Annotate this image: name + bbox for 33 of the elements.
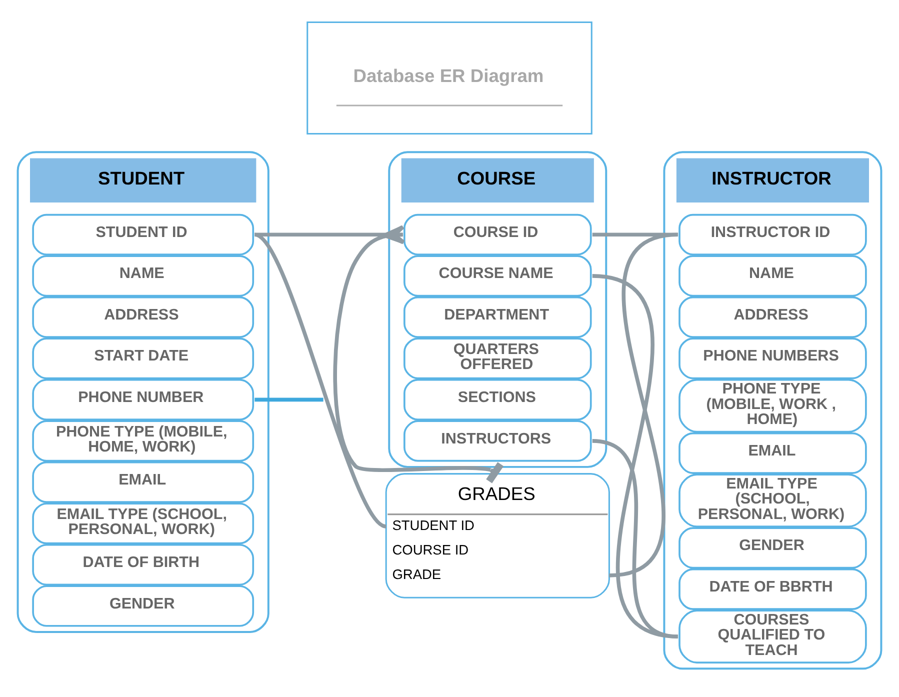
node-box: EMAIL [32, 461, 254, 503]
node-box: QUARTERS OFFERED [404, 338, 592, 380]
node-box: DATE OF BBRTH [678, 568, 867, 610]
connector [608, 232, 678, 578]
node-box: PHONE TYPE (MOBILE, HOME, WORK) [32, 420, 254, 462]
connector [592, 274, 678, 638]
node-box: COURSE ID [404, 214, 592, 256]
connector [254, 233, 388, 528]
node-box: NAME [32, 255, 254, 297]
node-box: ADDRESS [32, 296, 254, 338]
node-box: SECTIONS [404, 378, 592, 420]
node-box: EMAIL TYPE (SCHOOL, PERSONAL, WORK) [32, 502, 254, 544]
node-box: NAME [678, 255, 867, 297]
node-box: COURSES QUALIFIED TO TEACH [678, 610, 867, 664]
node-box: COURSE NAME [404, 255, 592, 297]
node-box: INSTRUCTOR ID [678, 214, 867, 256]
node-box: EMAIL [678, 432, 867, 474]
connector [592, 232, 678, 237]
node-box: DATE OF BIRTH [32, 544, 254, 586]
node-box: STUDENT ID [32, 214, 254, 256]
node-box: GENDER [32, 585, 254, 627]
node-box: PHONE TYPE (MOBILE, WORK , HOME) [678, 378, 867, 433]
connector [592, 439, 678, 638]
diagram-title: Database ER Diagram [353, 64, 544, 86]
node-box: ADDRESS [678, 296, 867, 338]
node-box: GENDER [678, 527, 867, 569]
connector [254, 398, 324, 402]
node-box: INSTRUCTORS [404, 420, 592, 462]
node-box: PHONE NUMBER [32, 378, 254, 420]
node-box: START DATE [32, 338, 254, 380]
node-box: EMAIL TYPE (SCHOOL, PERSONAL, WORK) [678, 474, 867, 528]
node-box: PHONE NUMBERS [678, 338, 867, 380]
node-box: DEPARTMENT [404, 296, 592, 338]
